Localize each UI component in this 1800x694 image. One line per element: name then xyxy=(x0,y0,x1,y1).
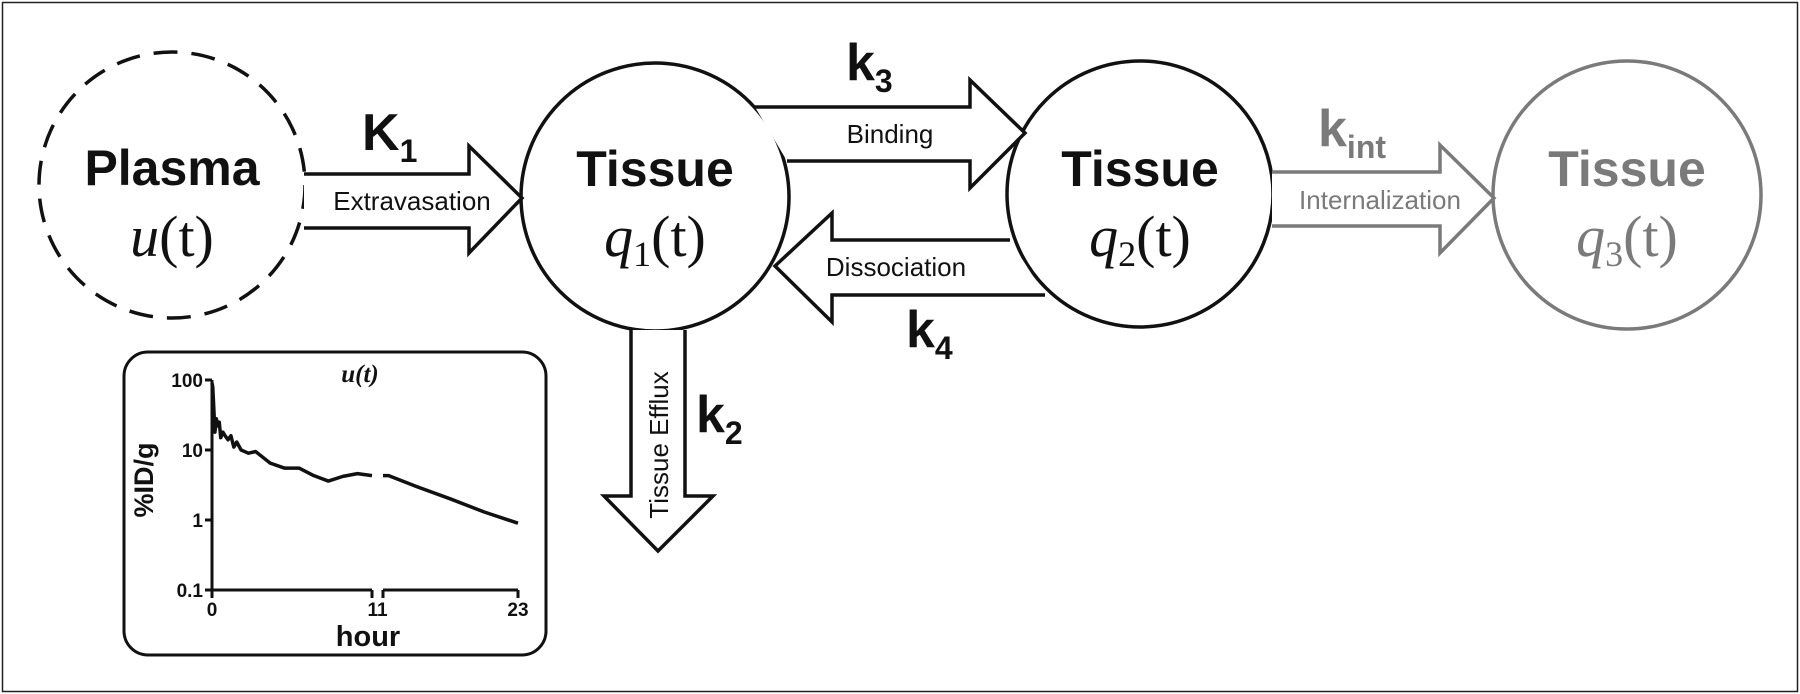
k3-rate-label: k3 xyxy=(846,34,893,99)
y-tick-group: 100 10 1 0.1 xyxy=(171,371,212,602)
tissue2-label: Tissue xyxy=(1061,141,1219,197)
plasma-function: u(t) xyxy=(130,204,214,269)
tissue1-function: q1(t) xyxy=(604,204,706,274)
tissue1-compartment: Tissue q1(t) xyxy=(519,61,791,333)
kint-rate-label: kint xyxy=(1318,100,1386,165)
k4-process-label: Dissociation xyxy=(826,252,966,282)
series-layer xyxy=(210,382,519,525)
inset-chart-frame xyxy=(122,350,548,657)
k3-arrow: Binding k3 xyxy=(755,34,1028,193)
plasma-label: Plasma xyxy=(84,140,260,196)
k1-rate-label: K1 xyxy=(362,104,417,169)
x-tick-group: 0 11 23 xyxy=(207,590,529,621)
k1-process-label: Extravasation xyxy=(333,186,491,216)
y-tick-label: 1 xyxy=(192,511,203,532)
k3-process-label: Binding xyxy=(847,119,934,149)
kint-process-label: Internalization xyxy=(1299,185,1461,215)
inset-chart-title: u(t) xyxy=(341,361,379,388)
x-tick-label: 11 xyxy=(367,600,388,621)
kint-arrow-shape xyxy=(1272,140,1497,258)
y-tick-label: 10 xyxy=(182,441,203,462)
tissue2-function: q2(t) xyxy=(1089,204,1191,274)
tissue3-label: Tissue xyxy=(1548,141,1706,197)
inset-chart: u(t) %ID/g hour 100 10 1 0.1 0 11 23 xyxy=(122,350,548,657)
x-tick-label: 0 xyxy=(207,600,218,621)
k2-arrow: Tissue Efflux k2 xyxy=(599,330,743,554)
k2-rate-label: k2 xyxy=(696,386,743,451)
tissue3-function: q3(t) xyxy=(1576,204,1678,274)
series-line-before-break xyxy=(210,382,373,483)
k4-arrow-shape xyxy=(772,208,1045,327)
k2-process-label: Tissue Efflux xyxy=(644,371,674,518)
series-line-after-break xyxy=(383,473,519,525)
plasma-compartment: Plasma u(t) xyxy=(37,50,307,320)
k4-arrow: Dissociation k4 xyxy=(772,208,1045,366)
k1-arrow: Extravasation K1 xyxy=(304,104,525,258)
k4-rate-label: k4 xyxy=(906,301,953,366)
kint-arrow: Internalization kint xyxy=(1272,100,1497,258)
y-tick-label: 100 xyxy=(171,371,203,392)
tissue1-circle xyxy=(519,61,791,333)
k1-arrow-shape xyxy=(304,141,525,258)
tissue1-label: Tissue xyxy=(576,141,734,197)
tissue2-compartment: Tissue q2(t) xyxy=(1005,59,1275,329)
k3-arrow-shape xyxy=(755,75,1028,193)
x-tick-label: 23 xyxy=(507,600,528,621)
inset-chart-xlabel: hour xyxy=(336,621,400,653)
k2-arrow-shape xyxy=(599,330,718,554)
y-tick-label: 0.1 xyxy=(177,581,204,602)
inset-chart-ylabel: %ID/g xyxy=(129,442,159,517)
tissue3-compartment: Tissue q3(t) xyxy=(1491,59,1763,331)
